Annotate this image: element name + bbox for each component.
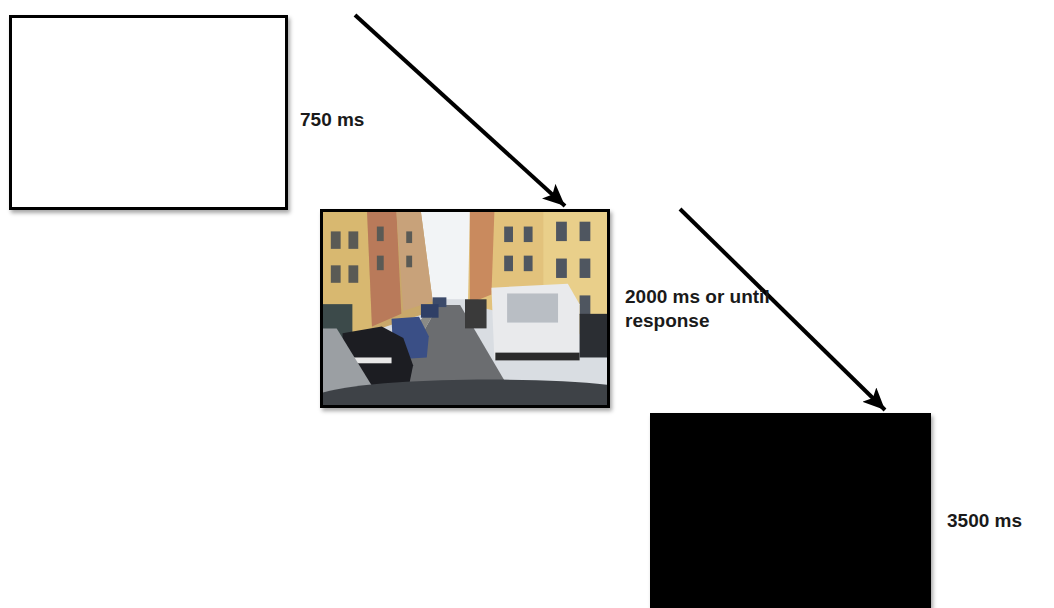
trial-screen: 2000 ms or until response	[320, 209, 779, 408]
sequence-arrow	[680, 209, 885, 410]
trial-screen: 3500 ms	[650, 413, 1024, 608]
duration-label: 750 ms	[300, 108, 364, 132]
screen-box	[320, 209, 610, 408]
screen-box	[650, 413, 931, 608]
street-photo	[323, 212, 607, 405]
duration-label: 2000 ms or until response	[625, 285, 777, 333]
sequence-arrow	[355, 15, 565, 206]
trial-screen: 750 ms	[9, 15, 366, 210]
screen-box	[9, 15, 288, 210]
duration-label: 3500 ms	[947, 509, 1022, 533]
